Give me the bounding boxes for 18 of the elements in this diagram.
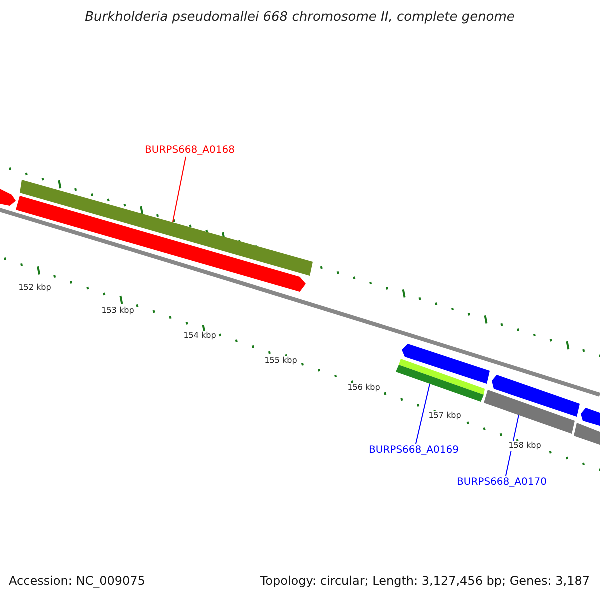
gene-label: BURPS668_A0168	[145, 146, 235, 156]
position-label: 152 kbp	[18, 283, 52, 293]
gene-label: BURPS668_A0170	[457, 478, 547, 488]
leader-line	[416, 384, 430, 444]
position-label: 154 kbp	[182, 331, 218, 341]
leader-line	[172, 156, 186, 222]
gene-bar	[20, 180, 313, 276]
position-label: 153 kbp	[100, 306, 136, 316]
position-label: 156 kbp	[346, 383, 382, 393]
position-label: 155 kbp	[264, 356, 298, 366]
title: Burkholderia pseudomallei 668 chromosome II, complete genome	[84, 11, 516, 24]
position-label: 157 kbp	[428, 411, 462, 421]
footer-text: Accession: NC_009075	[9, 575, 146, 587]
gene-bar	[396, 359, 485, 402]
gene-label: BURPS668_A0169	[369, 446, 459, 456]
position-label: 158 kbp	[508, 441, 542, 451]
gene-bar	[484, 390, 575, 434]
footer-text: Topology: circular; Length: 3,127,456 bp; Genes: 3,187	[260, 575, 590, 587]
